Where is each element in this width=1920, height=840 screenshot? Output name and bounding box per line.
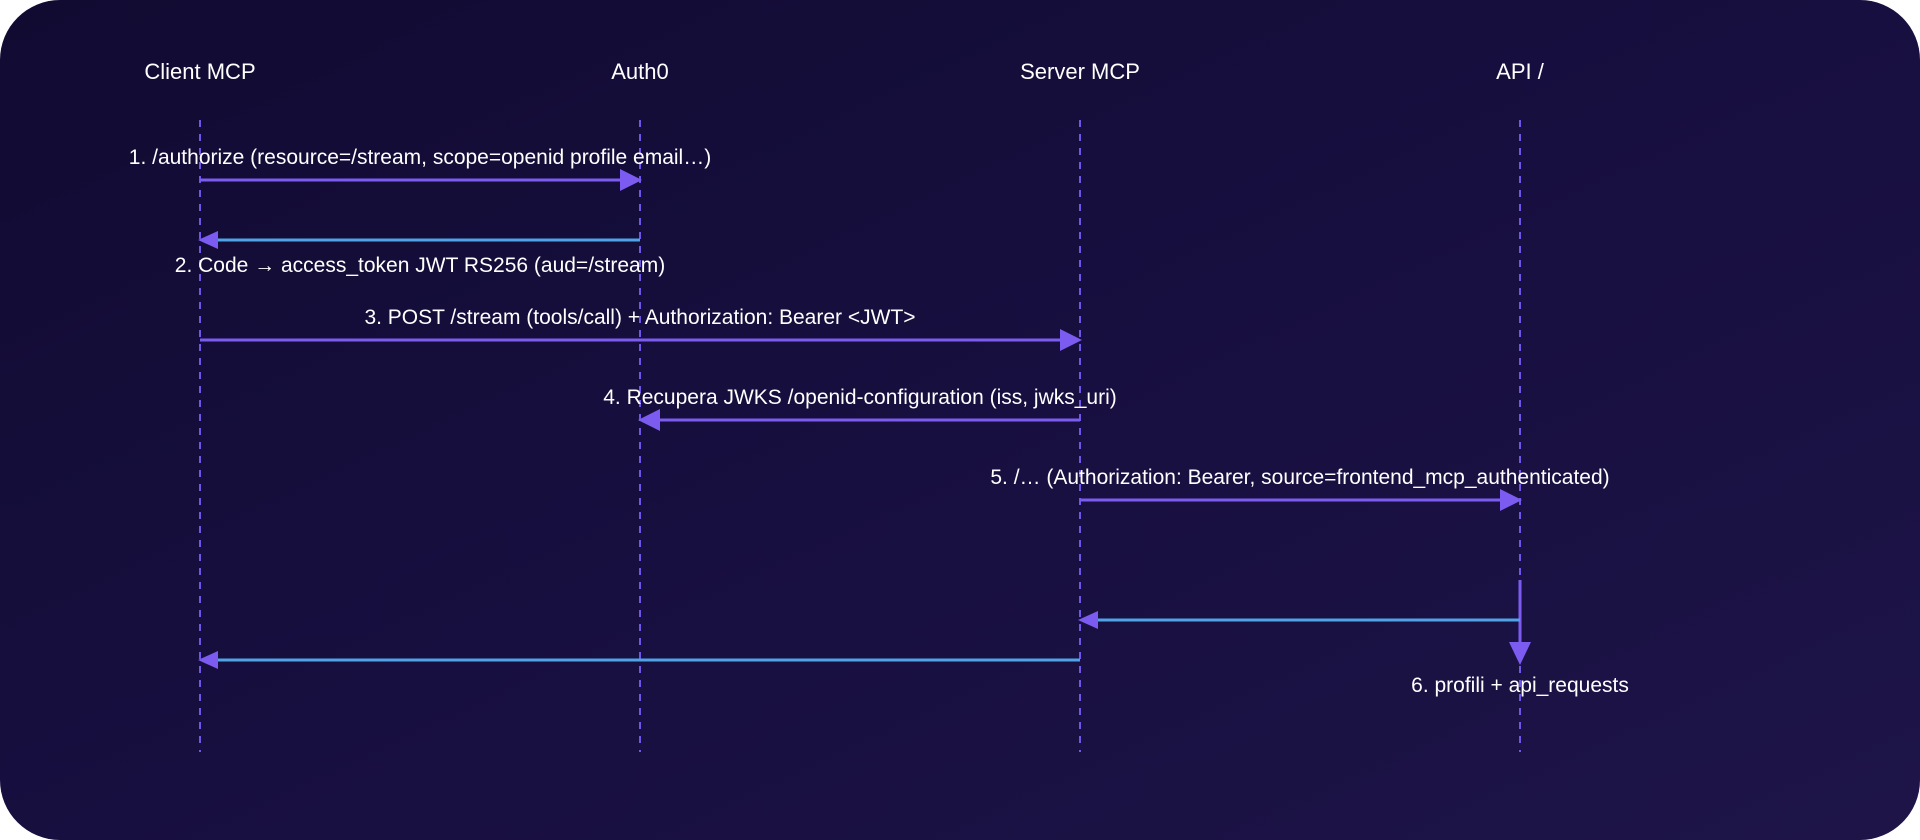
response-api-to-server-arrowhead	[1078, 611, 1098, 629]
message-1-label: 1. /authorize (resource=/stream, scope=o…	[129, 146, 711, 169]
message-4-arrowhead	[638, 409, 660, 431]
message-5-arrowhead	[1500, 489, 1522, 511]
message-3-label: 3. POST /stream (tools/call) + Authoriza…	[364, 306, 915, 329]
actor-api-label: API /	[1496, 59, 1545, 84]
message-2-arrowhead	[198, 231, 218, 249]
message-6-arrowhead	[1509, 642, 1531, 665]
message-6-label: 6. profili + api_requests	[1411, 674, 1629, 697]
response-server-to-client-arrowhead	[198, 651, 218, 669]
message-1-arrowhead	[620, 169, 642, 191]
message-4-label: 4. Recupera JWKS /openid-configuration (…	[603, 386, 1117, 409]
actor-client-label: Client MCP	[144, 59, 255, 84]
actor-auth0-label: Auth0	[611, 59, 669, 84]
message-3-arrowhead	[1060, 329, 1082, 351]
actor-server-label: Server MCP	[1020, 59, 1140, 84]
message-5-label: 5. /… (Authorization: Bearer, source=fro…	[990, 466, 1609, 489]
message-2-label: 2. Code → access_token JWT RS256 (aud=/s…	[175, 254, 665, 277]
